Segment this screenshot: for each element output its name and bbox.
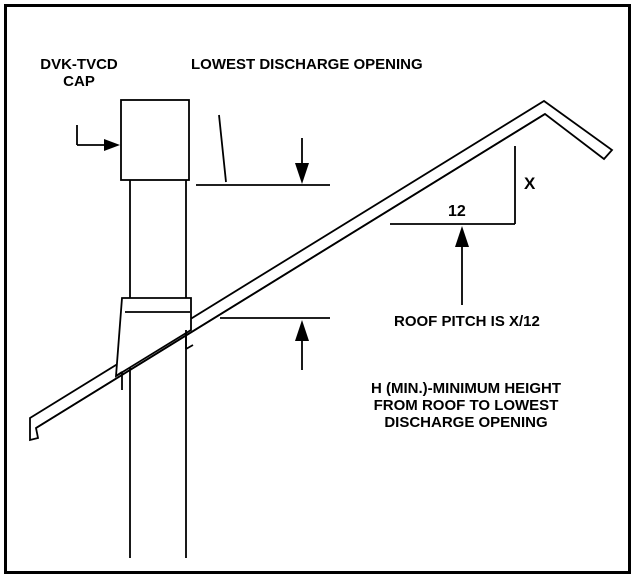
- roof: [29, 99, 614, 442]
- cap-arrow-head: [104, 139, 120, 151]
- pitch-arrow-head: [455, 226, 469, 247]
- cap-label-line2: CAP: [63, 73, 95, 90]
- lowest-discharge-label: LOWEST DISCHARGE OPENING: [191, 56, 423, 73]
- height-arrow-head: [295, 320, 309, 341]
- height-label-line1: H (MIN.)-MINIMUM HEIGHT: [371, 380, 561, 397]
- x-label: X: [524, 174, 536, 193]
- height-label-line2: FROM ROOF TO LOWEST: [373, 397, 559, 414]
- cap-label: DVK-TVCD CAP: [24, 56, 134, 90]
- storm-collar: [114, 297, 194, 390]
- diagram-frame: [4, 4, 631, 574]
- roof-pitch-label: ROOF PITCH IS X/12: [394, 313, 540, 330]
- height-label-line3: DISCHARGE OPENING: [384, 414, 548, 431]
- discharge-arrow-head: [295, 163, 309, 184]
- height-label: H (MIN.)-MINIMUM HEIGHT FROM ROOF TO LOW…: [348, 380, 584, 431]
- twelve-label: 12: [448, 203, 466, 220]
- vent-pipe-upper: [129, 180, 187, 298]
- dvk-tvcd-cap: [120, 99, 190, 181]
- cap-label-line1: DVK-TVCD: [40, 56, 118, 73]
- discharge-leader: [218, 114, 227, 183]
